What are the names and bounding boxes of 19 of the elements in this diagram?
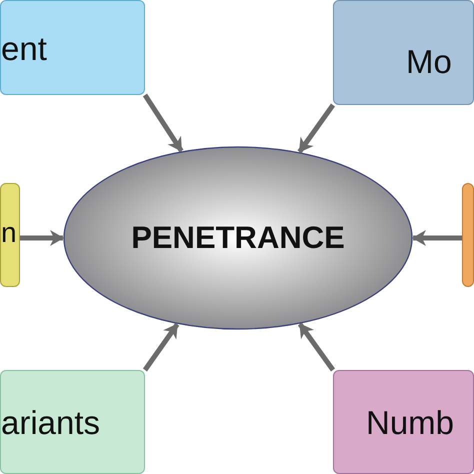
colored-box [462, 183, 474, 287]
node-label: ent [1, 30, 47, 68]
colored-box [0, 183, 20, 287]
node-label: ariants [1, 404, 100, 442]
colored-box [0, 370, 145, 474]
node-label: PENETRANCE [131, 220, 345, 256]
colored-box [333, 370, 474, 474]
node-label: n [1, 217, 17, 249]
arrow [297, 104, 336, 154]
arrow [142, 322, 180, 372]
arrow [412, 230, 462, 246]
ellipse-node [63, 146, 413, 330]
arrow [20, 230, 64, 246]
node-label: Numb [366, 404, 454, 442]
colored-box [333, 0, 474, 105]
arrow [298, 322, 336, 372]
colored-box [0, 0, 145, 95]
arrow [142, 94, 184, 152]
node-label: Mo [406, 42, 452, 80]
